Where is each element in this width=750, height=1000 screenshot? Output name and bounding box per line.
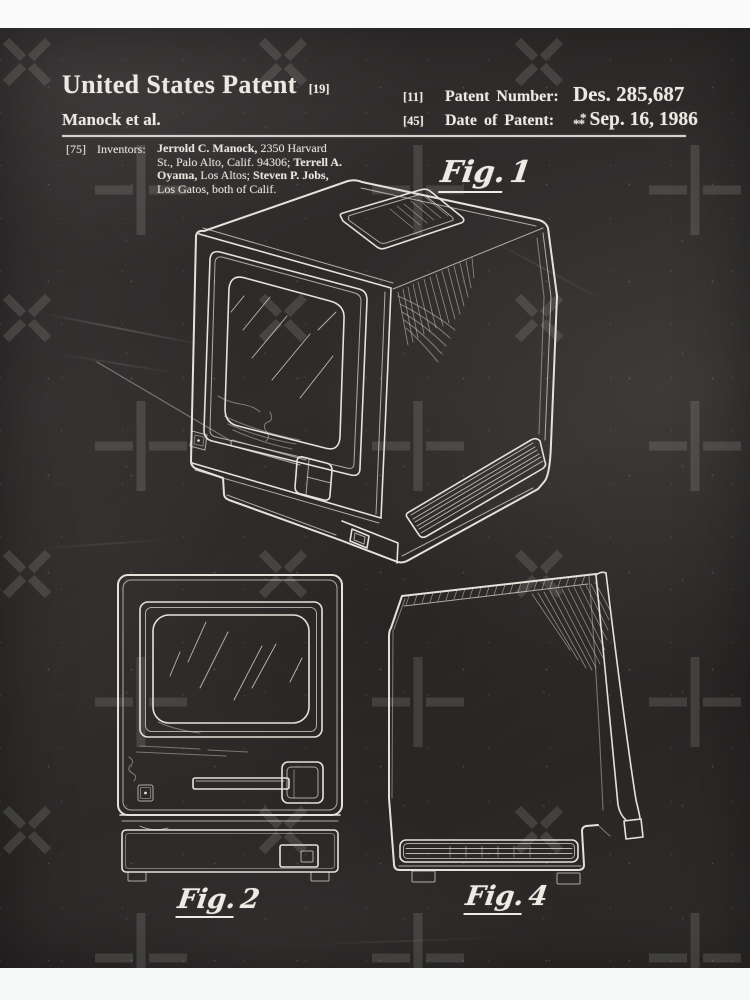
fig1-top-right-shading: [392, 227, 544, 363]
fig4-drawing: [388, 571, 644, 885]
fig4-rear-cover: [595, 571, 644, 840]
fig2-apple-badge: [137, 784, 154, 802]
chalkboard-photo: United States Patent [19] Manock et al. […: [0, 28, 750, 968]
fig4-body: [388, 573, 604, 871]
fig2-floppy-slot: [192, 761, 324, 804]
number-label: Patent Number:: [445, 88, 559, 105]
fig1-chalk-squiggle: [217, 395, 273, 442]
kind-code: [19]: [308, 82, 330, 96]
fig1-floppy-slot: [96, 361, 333, 501]
date-ref-code: [45]: [403, 114, 424, 128]
fig1-apple-badge: [189, 430, 208, 451]
fig2-chalk-smudge: [128, 745, 249, 782]
fig1-base-chassis: [226, 487, 534, 564]
fig1-side-vents: [405, 437, 547, 539]
paper-margin-top: [0, 0, 750, 28]
fig1-back-edge: [536, 232, 552, 441]
number-value: Des. 285,687: [573, 82, 685, 106]
date-value: Sep. 16, 1986: [589, 109, 698, 130]
patent-number-row: [11] Patent Number: Des. 285,687: [403, 82, 684, 107]
fig2-drawing: [117, 574, 343, 882]
inventors-label: Inventors:: [97, 142, 146, 156]
fig4-top-shading: [405, 574, 611, 671]
fig2-screen-bezel: [139, 601, 323, 738]
patent-title: United States Patent [19]: [62, 70, 330, 100]
fig1-cabinet-outline: [190, 179, 558, 564]
patent-party: Manock et al.: [62, 110, 161, 129]
fig4-feet: [411, 870, 581, 885]
date-of-patent-row: [45] Date of Patent: ***Sep. 16, 1986: [403, 109, 698, 131]
fig2-screen: [152, 614, 310, 734]
fig1-screen: [223, 276, 345, 450]
inventors-names: Jerrold C. Manock, 2350 Harvard St., Pal…: [157, 141, 343, 196]
fig1-drawing: [96, 179, 558, 564]
fig4-bottom-vents: [399, 839, 579, 863]
term-extension-asterisks: ***: [573, 110, 587, 131]
fig1-handle-recess: [339, 188, 465, 250]
patent-title-text: United States Patent: [62, 70, 297, 99]
fig1-screen-bezel: [203, 250, 368, 477]
fig2-power-switch: [279, 844, 319, 868]
number-ref-code: [11]: [403, 90, 424, 104]
date-label: Date of Patent:: [445, 112, 555, 129]
header-divider-rule: [62, 135, 686, 137]
fig2-chin-and-base: [119, 814, 341, 873]
fig2-feet: [127, 871, 330, 882]
inventors-ref-code: [75]: [66, 142, 86, 156]
paper-margin-bottom: [0, 968, 750, 1000]
